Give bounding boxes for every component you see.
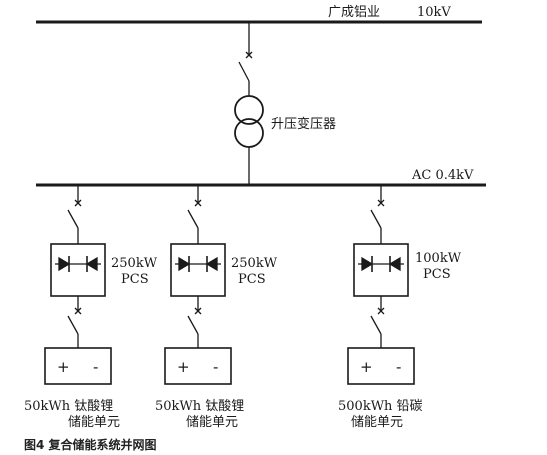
branch-1-rectifier-diode xyxy=(58,256,71,272)
transformer-label: 升压变压器 xyxy=(271,116,336,132)
branch-2-battery-plus: + xyxy=(177,358,190,376)
branch-1-storage-line1: 50kWh 钛酸锂 xyxy=(24,399,113,414)
transformer-symbol xyxy=(234,95,264,148)
branch-1-upper-switch-blade xyxy=(67,209,79,229)
branch-3-upper-switch-blade xyxy=(370,209,382,229)
top-bus-label: 广成铝业 xyxy=(328,5,380,20)
branch-3-battery-minus: - xyxy=(396,358,401,376)
branch-2-upper-switch-blade xyxy=(187,209,199,229)
branch-3-battery-plus: + xyxy=(360,358,373,376)
branch-2-pcs-power: 250kW xyxy=(231,256,278,271)
branch-2-inverter-diode xyxy=(205,256,218,272)
branch-1-battery-plus: + xyxy=(57,358,70,376)
branch-1: 250kW PCS + - 50kWh 钛酸锂 储能单元 xyxy=(24,185,158,430)
branch-2-pcs-label: PCS xyxy=(238,272,266,287)
branch-1-battery-box xyxy=(44,347,112,385)
ac-bus-label: AC 0.4kV xyxy=(411,168,474,183)
branch-3-rectifier-diode xyxy=(361,256,374,272)
branch-3: 100kW PCS + - 500kWh 铅碳 储能单元 xyxy=(338,185,462,430)
branch-1-pcs-power: 250kW xyxy=(111,256,158,271)
branch-2: 250kW PCS + - 50kWh 钛酸锂 储能单元 xyxy=(155,185,278,430)
branch-1-battery-minus: - xyxy=(93,358,98,376)
branch-3-storage-line1: 500kWh 铅碳 xyxy=(338,399,423,414)
top-bus-voltage: 10kV xyxy=(417,5,451,20)
branch-2-rectifier-diode xyxy=(178,256,191,272)
figure-caption: 图4 复合储能系统并网图 xyxy=(24,438,157,452)
branch-2-lower-switch-blade xyxy=(187,315,199,335)
branch-1-lower-switch-blade xyxy=(67,315,79,335)
branch-1-pcs-label: PCS xyxy=(121,272,149,287)
branch-3-pcs-power: 100kW xyxy=(415,251,462,266)
branch-3-lower-switch-blade xyxy=(370,315,382,335)
branch-3-storage-line2: 储能单元 xyxy=(351,415,403,430)
branch-2-storage-line1: 50kWh 钛酸锂 xyxy=(155,399,244,414)
transformer-feeder xyxy=(238,22,253,96)
branch-2-battery-minus: - xyxy=(213,358,218,376)
branch-3-pcs-label: PCS xyxy=(423,267,451,282)
branch-1-inverter-diode xyxy=(85,256,98,272)
branch-2-battery-box xyxy=(164,347,232,385)
branch-1-storage-line2: 储能单元 xyxy=(68,415,120,430)
feeder-switch-blade xyxy=(238,61,250,82)
branch-3-inverter-diode xyxy=(388,256,401,272)
branch-2-storage-line2: 储能单元 xyxy=(186,415,238,430)
branch-3-battery-box xyxy=(347,347,415,385)
